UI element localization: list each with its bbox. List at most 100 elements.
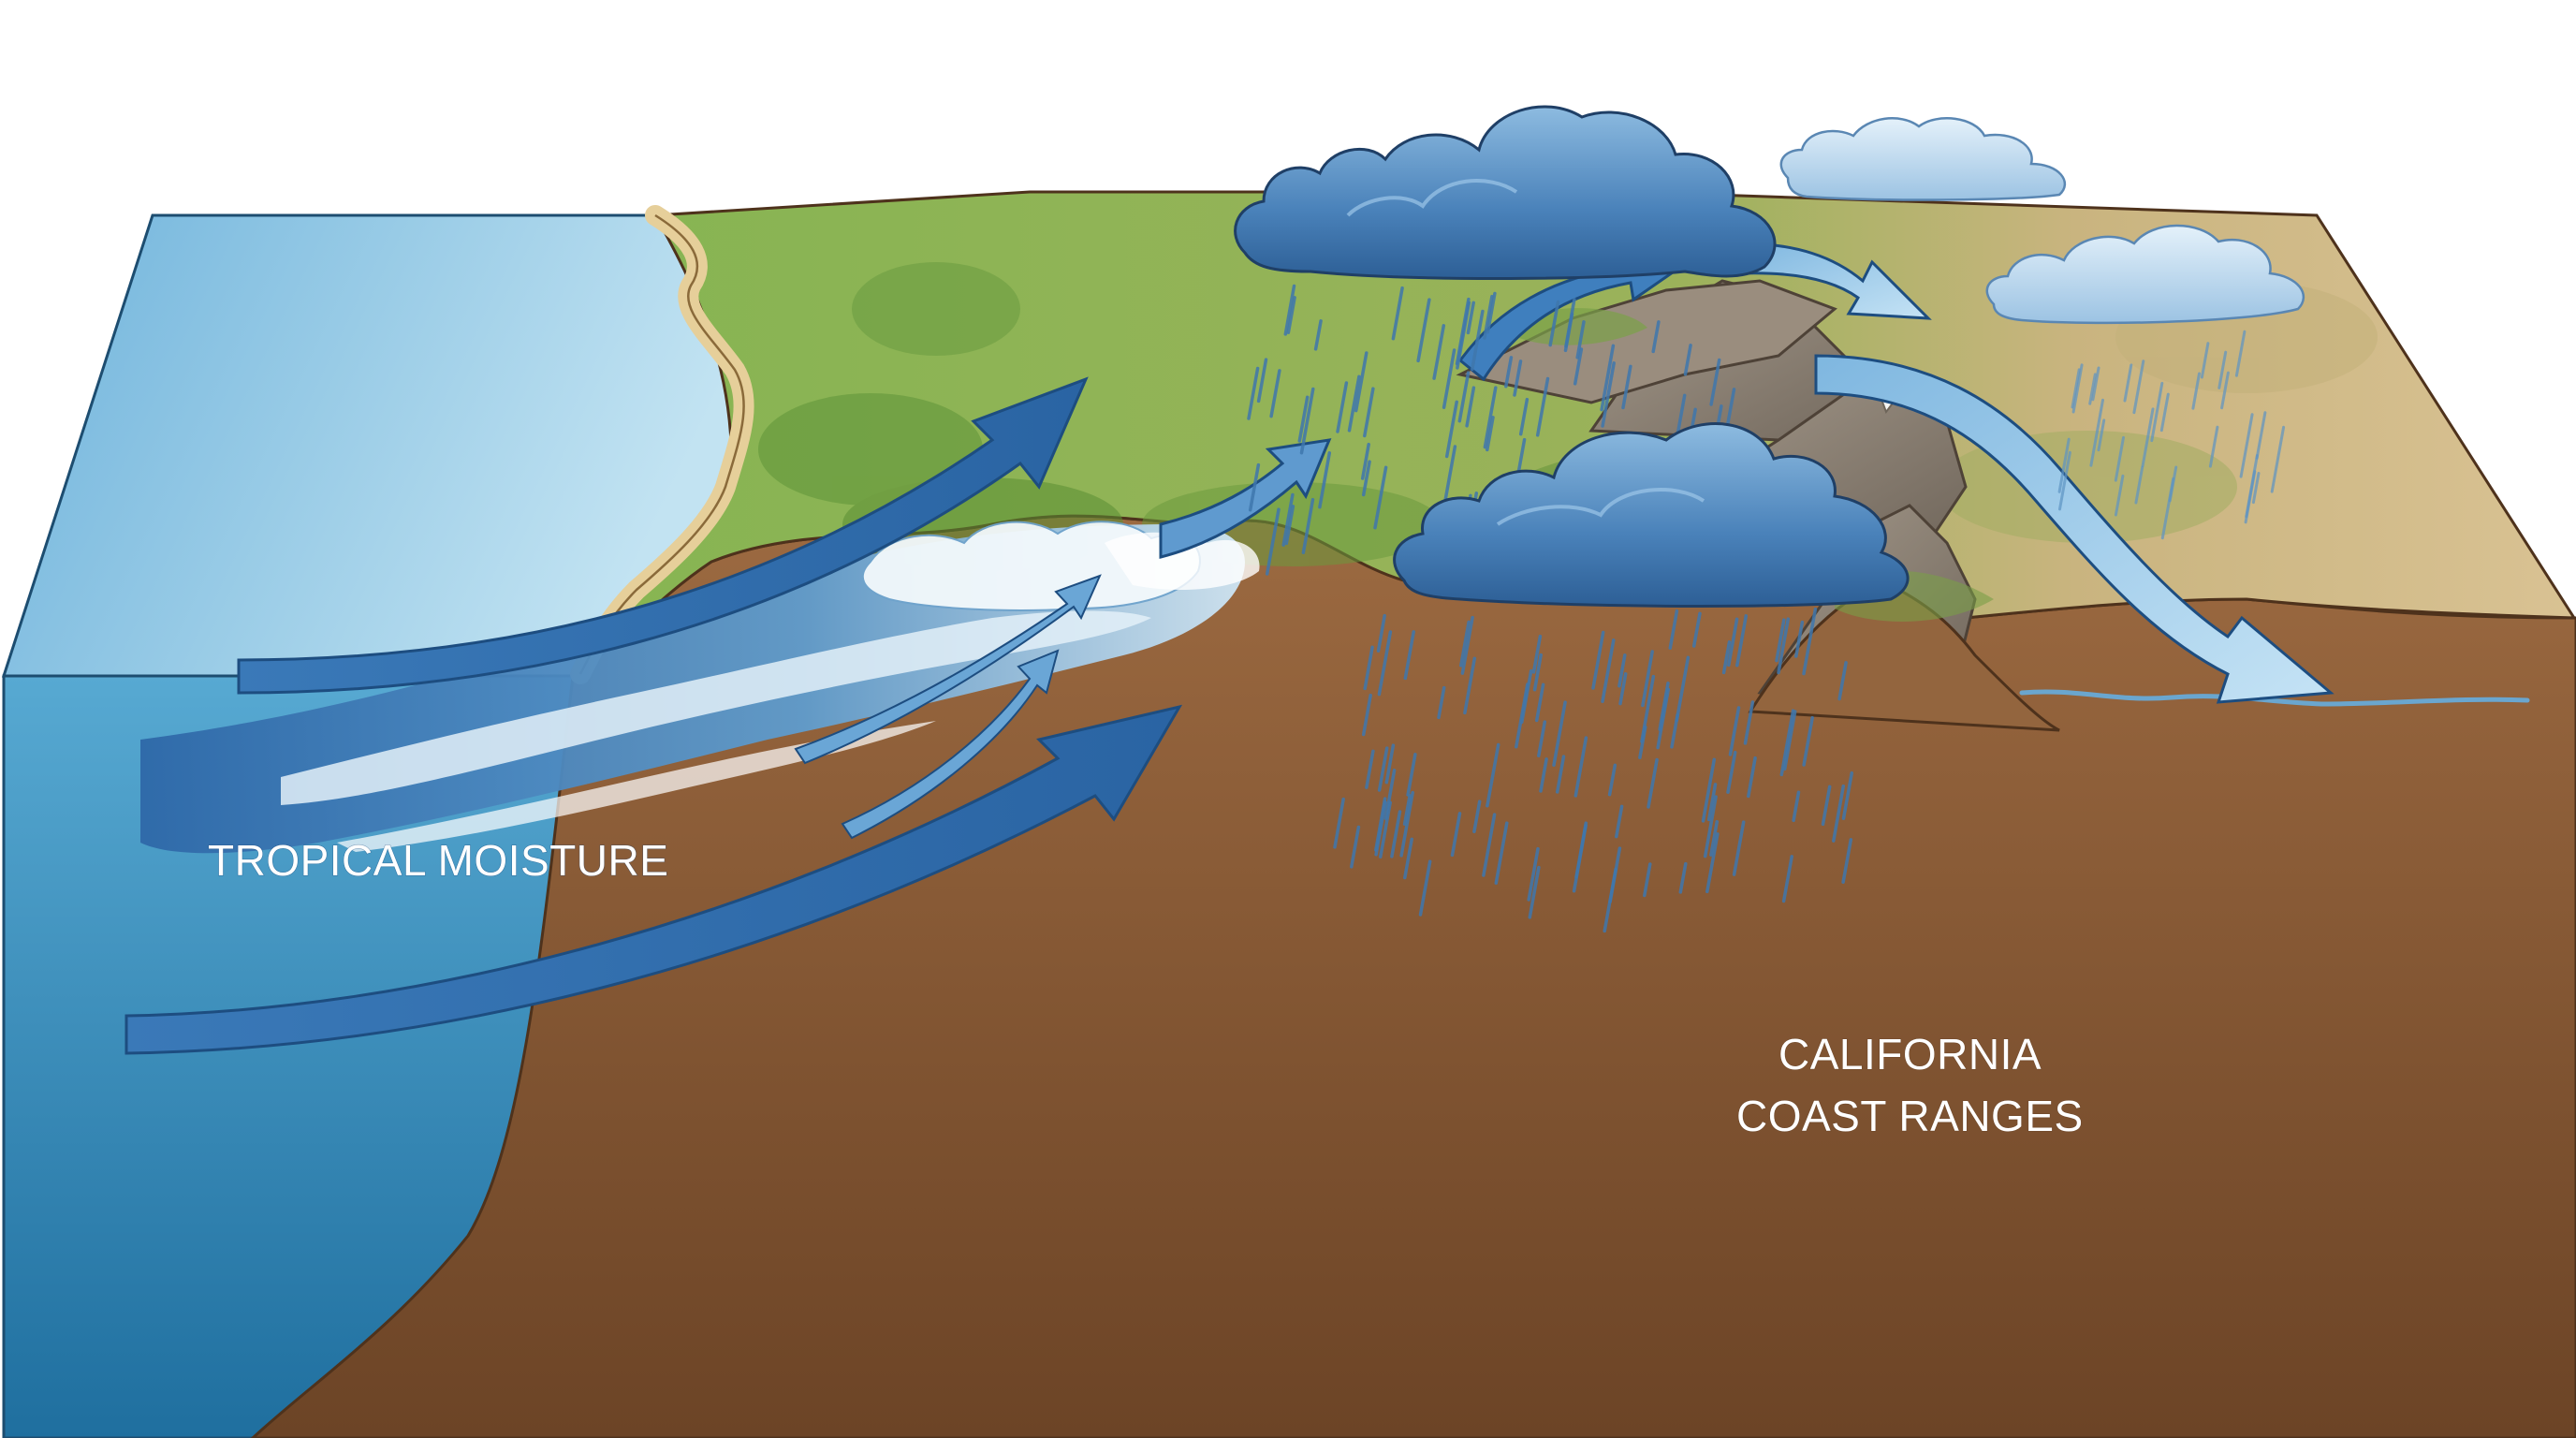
flow-arrow-icon [794, 574, 1102, 765]
storm-cloud-icon [1234, 105, 1777, 280]
raindrop [1465, 386, 1476, 428]
raindrop [2071, 363, 2084, 414]
raindrop [1701, 757, 1717, 823]
raindrop [1841, 770, 1854, 820]
raindrop [1403, 837, 1413, 880]
raindrop [1640, 674, 1656, 743]
ocean-block [1, 213, 741, 1438]
raindrop [1675, 655, 1690, 723]
raindrop [1621, 364, 1632, 410]
raindrop [1534, 682, 1545, 723]
raindrop [1482, 813, 1497, 877]
raindrop [1363, 387, 1375, 438]
raindrop [1647, 757, 1659, 809]
flow-arrow-icon [1739, 242, 1932, 320]
raindrop [1471, 309, 1485, 372]
raindrop [1603, 867, 1617, 933]
raindrop [1528, 865, 1541, 919]
raindrop [1450, 812, 1462, 858]
moisture-plume [140, 521, 1260, 854]
raindrop [1390, 810, 1402, 858]
raindrop [1527, 846, 1540, 902]
raindrop [1416, 298, 1431, 363]
raindrop [1297, 395, 1310, 443]
raindrop [2220, 371, 2230, 410]
raindrop [1747, 756, 1757, 799]
raindrop [1391, 286, 1404, 341]
raindrop [1573, 736, 1588, 798]
raindrop [1572, 824, 1588, 893]
raindrop [1691, 611, 1702, 648]
raindrop [1383, 769, 1397, 820]
raindrop [1676, 393, 1687, 434]
light-cloud-icon [1985, 224, 2305, 325]
raindrop [2134, 465, 2144, 505]
raindrop [1442, 348, 1456, 409]
raindrop [1361, 460, 1371, 497]
raindrop [1563, 312, 1574, 353]
raindrop [1794, 620, 1805, 658]
flow-arrow-icon [1814, 354, 2334, 704]
raindrop [2089, 398, 2104, 467]
raindrop [2097, 418, 2106, 452]
raindrop [1520, 668, 1533, 725]
coast-ranges-label-line1: CALIFORNIA [1778, 1030, 2042, 1078]
flow-arrow-icon [841, 649, 1060, 840]
raindrop [1802, 715, 1814, 767]
raindrop [2208, 425, 2219, 468]
raindrop [1347, 374, 1361, 433]
raindrop [1732, 820, 1746, 876]
raindrop [1504, 356, 1514, 389]
raindrop [1735, 614, 1749, 668]
raindrop [1432, 324, 1446, 380]
raindrop [1283, 284, 1296, 336]
raindrop [1361, 693, 1372, 737]
raindrop [2159, 392, 2170, 433]
raindrop [2239, 413, 2254, 478]
raindrop [1363, 645, 1374, 691]
raindrop [2245, 454, 2259, 519]
raindrop [1248, 462, 1261, 512]
raindrop [1535, 376, 1550, 437]
rain-icon [2057, 330, 2286, 540]
raindrop [1457, 371, 1471, 423]
raindrop [1360, 442, 1370, 480]
raindrop [1709, 358, 1721, 406]
raindrop [1727, 617, 1739, 668]
flow-arrow-icon [237, 376, 1089, 695]
raindrop [1656, 687, 1671, 750]
moisture-band-swirls [281, 610, 1151, 805]
raindrop [1403, 630, 1415, 681]
raindrop [1837, 661, 1848, 701]
raindrop [1365, 749, 1375, 789]
raindrop [2141, 407, 2155, 468]
raindrop [1460, 615, 1474, 675]
orographic-flow-arrows [1457, 242, 2334, 704]
flow-arrow-icon [1457, 243, 1698, 382]
raindrop [1532, 653, 1543, 692]
raindrop [2114, 474, 2125, 517]
raindrop [1601, 638, 1616, 703]
raindrop [1384, 743, 1396, 785]
raindrop [1728, 706, 1741, 756]
raindrop [1443, 445, 1457, 501]
raindrop [1573, 347, 1584, 386]
raindrop [1607, 763, 1617, 797]
raindrop [1683, 344, 1692, 376]
raindrop [1792, 790, 1801, 823]
raindrop [2191, 372, 2201, 410]
raindrop [2217, 350, 2228, 389]
raindrop [2251, 472, 2261, 505]
raindrop [1743, 700, 1755, 745]
raindrop [2088, 373, 2097, 405]
raindrop [1402, 794, 1412, 826]
raindrop [1466, 301, 1475, 335]
raindrop [1313, 319, 1323, 351]
raindrop [1531, 634, 1543, 674]
raindrop [2255, 411, 2267, 460]
raindrop [1354, 351, 1368, 413]
raindrop [1333, 797, 1345, 849]
raindrop [1721, 640, 1732, 675]
raindrop [1782, 710, 1797, 771]
